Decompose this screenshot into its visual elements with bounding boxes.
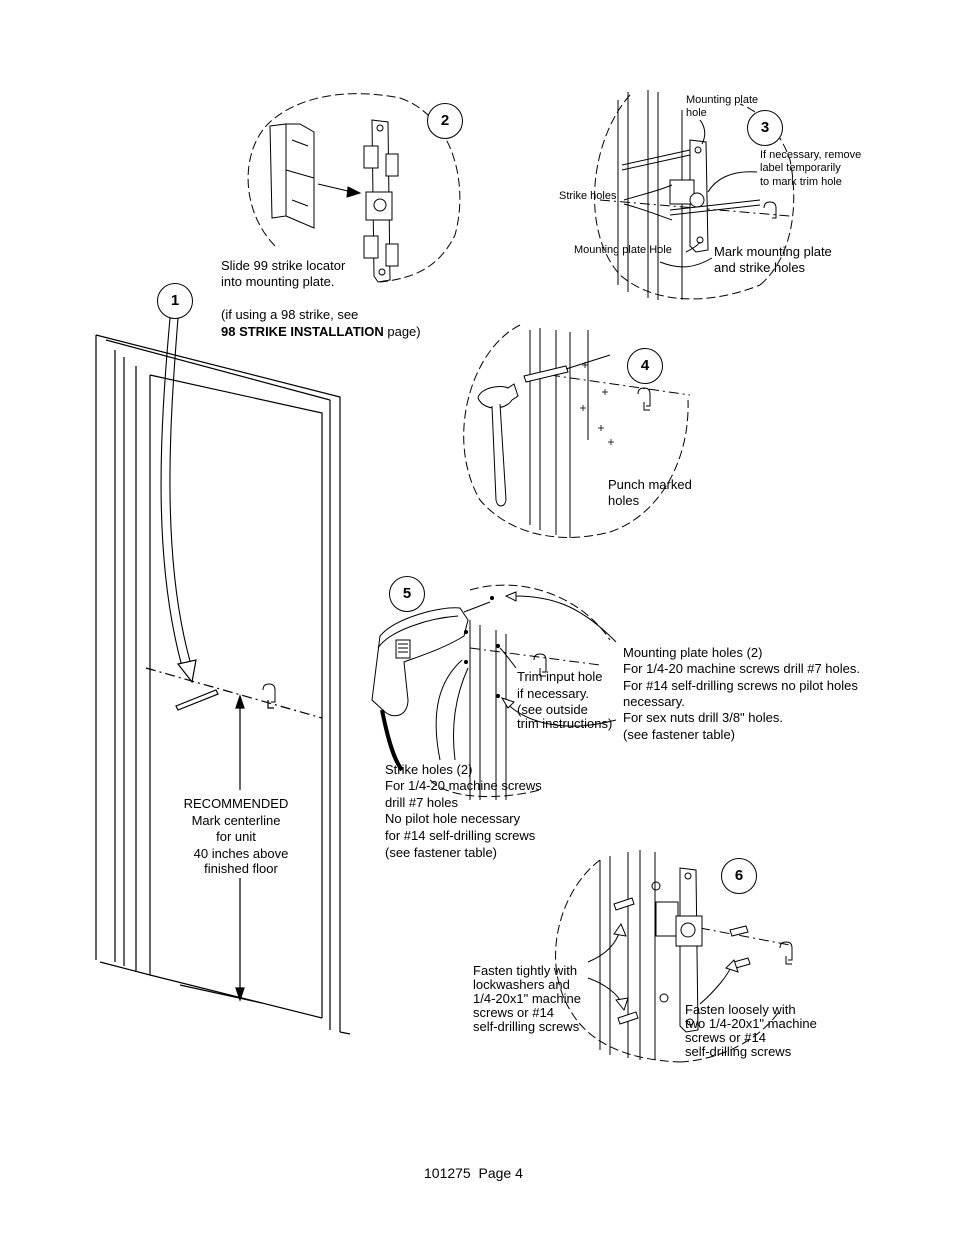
step2-note-line1: (if using a 98 strike, see [221,307,359,322]
step5-strike-4: No pilot hole necessary [385,811,521,826]
step-6-badge: 6 [721,858,757,894]
step1-line4: 40 inches above [193,846,289,861]
step6-tight-3: 1/4-20x1" machine [473,991,581,1006]
step5-trim-4: trim instructions) [517,716,613,731]
step5-mounting-5: For sex nuts drill 3/8" holes. [623,710,783,725]
step-4-badge: 4 [627,348,663,384]
step6-detail [555,850,793,1063]
step5-trim-2: if necessary. [517,686,590,701]
step5-strike-2: For 1/4-20 machine screws [385,778,542,793]
step3-detail [594,90,795,300]
step4-caption-2: holes [608,493,640,508]
step3-mounting-hole-bottom: Mounting plate Hole [574,244,672,256]
step5-mounting-4: necessary. [623,694,685,709]
step3-caption-2: and strike holes [714,260,806,275]
door-frame-drawing [95,317,351,1035]
step5-mounting-2: For 1/4-20 machine screws drill #7 holes… [623,661,860,676]
step1-line2: Mark centerline [191,813,281,828]
step2-caption-line1: Slide 99 strike locator [221,258,346,273]
step6-loose-4: self-drilling screws [685,1044,792,1059]
step-5-badge: 5 [389,576,425,612]
step3-mounting-hole-top-2: hole [686,107,707,119]
step1-line3: for unit [216,829,256,844]
step3-label-note-1: If necessary, remove [760,149,862,161]
step6-tight-5: self-drilling screws [473,1019,580,1034]
step5-mounting-3: For #14 self-drilling screws no pilot ho… [623,678,858,693]
step6-tight-2: lockwashers and [473,977,570,992]
step6-tight-4: screws or #14 [473,1005,554,1020]
step5-detail [371,584,617,800]
step6-loose-2: two 1/4-20x1" machine [685,1016,817,1031]
step5-mounting-1: Mounting plate holes (2) [623,645,763,660]
strike-installation-ref: 98 STRIKE INSTALLATION [221,324,384,339]
step5-trim-3: (see outside [517,702,588,717]
step3-strike-holes: Strike holes [559,190,617,202]
step6-loose-3: screws or #14 [685,1030,766,1045]
step2-note-tail: page) [383,324,421,339]
step5-strike-5: for #14 self-drilling screws [385,828,536,843]
step6-tight-1: Fasten tightly with [473,963,578,978]
step6-loose-1: Fasten loosely with [685,1002,796,1017]
step2-caption-line2: into mounting plate. [221,274,335,289]
step3-label-note-2: label temporarily [760,162,841,174]
page-footer: 101275 Page 4 [424,1165,523,1181]
step4-detail [463,324,691,538]
step3-caption-1: Mark mounting plate [714,244,832,259]
step3-label-note-3: to mark trim hole [760,176,842,188]
step3-mounting-hole-top-1: Mounting plate [686,94,759,106]
step2-detail [247,93,461,283]
step5-trim-1: Trim input hole [517,669,603,684]
step-1-badge: 1 [157,283,193,319]
step1-line1: RECOMMENDED [183,796,289,811]
step5-strike-6: (see fastener table) [385,845,498,860]
step5-strike-1: Strike holes (2) [385,762,473,777]
step5-mounting-6: (see fastener table) [623,727,736,742]
step4-caption-1: Punch marked [608,477,692,492]
step-2-badge: 2 [427,103,463,139]
step-3-badge: 3 [747,110,783,146]
step2-note-line2: 98 STRIKE INSTALLATION page) [221,324,421,341]
step5-strike-3: drill #7 holes [385,795,458,810]
step1-line5: finished floor [204,861,278,876]
